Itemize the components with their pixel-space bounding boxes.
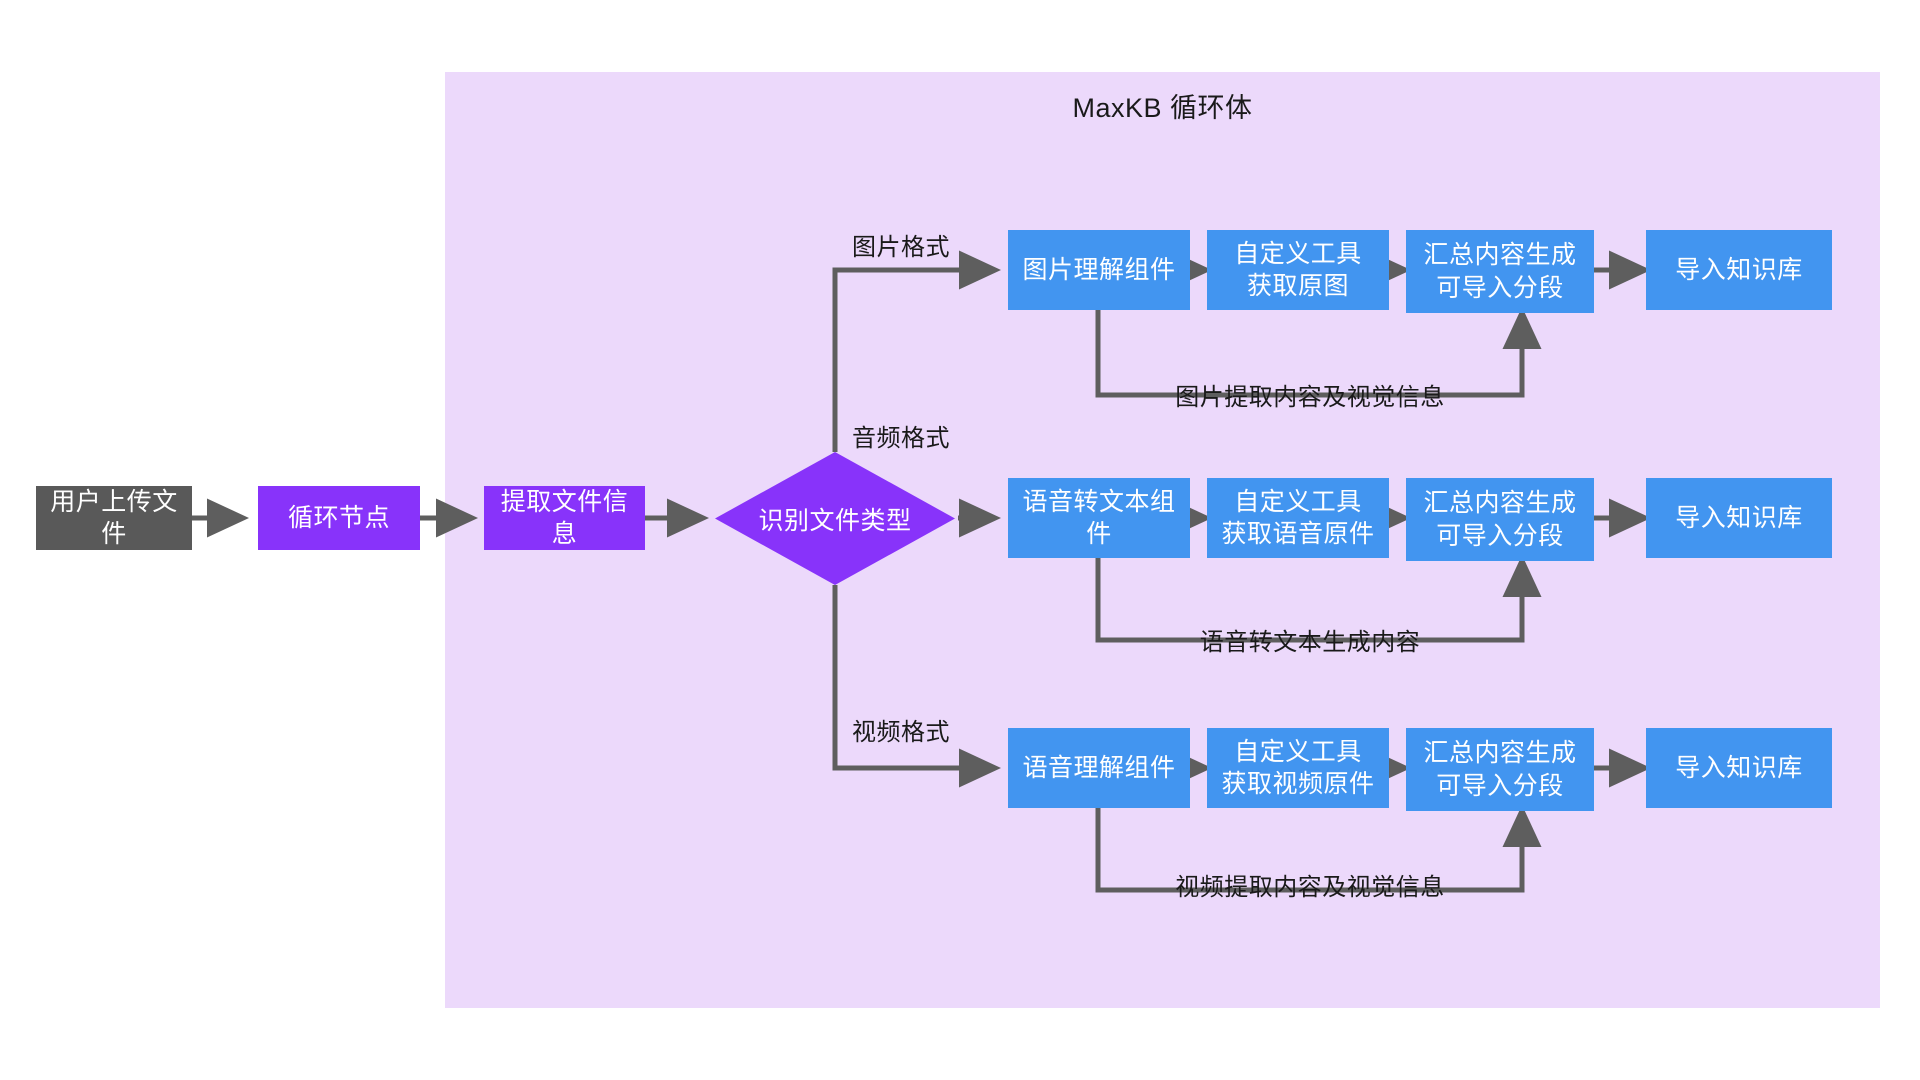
branch-label-image: 图片格式 xyxy=(852,234,950,261)
node-label-line2: 获取视频原件 xyxy=(1221,770,1375,798)
node-import-knowledge-base-video[interactable]: 导入知识库 xyxy=(1646,728,1832,808)
node-label-line1: 汇总内容生成 xyxy=(1423,489,1577,517)
node-label: 用户上传文件 xyxy=(50,487,178,549)
node-label: 导入知识库 xyxy=(1675,753,1803,782)
node-custom-tool-get-origin-video[interactable]: 自定义工具 获取视频原件 xyxy=(1207,728,1389,808)
node-label-line1: 汇总内容生成 xyxy=(1423,241,1577,269)
node-label-line1: 自定义工具 xyxy=(1234,487,1362,516)
node-label-line1: 自定义工具 xyxy=(1234,737,1362,766)
node-identify-file-type[interactable]: 识别文件类型 xyxy=(715,452,955,585)
node-label: 提取文件信息 xyxy=(500,487,629,549)
feedback-label-audio: 语音转文本生成内容 xyxy=(1199,629,1421,656)
node-summarize-segments-video[interactable]: 汇总内容生成 可导入分段 xyxy=(1406,728,1594,811)
loop-container-title: MaxKB 循环体 xyxy=(1072,93,1253,123)
node-label-line2: 可导入分段 xyxy=(1436,521,1564,550)
node-label: 导入知识库 xyxy=(1675,503,1803,532)
node-label: 语音转文本组件 xyxy=(1022,487,1176,549)
node-summarize-segments-image[interactable]: 汇总内容生成 可导入分段 xyxy=(1406,230,1594,313)
node-image-understand-component[interactable]: 图片理解组件 xyxy=(1008,230,1190,310)
node-label-line2: 获取原图 xyxy=(1246,272,1349,300)
node-label: 语音理解组件 xyxy=(1022,753,1176,782)
node-speech-understand-component[interactable]: 语音理解组件 xyxy=(1008,728,1190,808)
node-custom-tool-get-origin-audio[interactable]: 自定义工具 获取语音原件 xyxy=(1207,478,1389,558)
node-label-line2: 可导入分段 xyxy=(1436,771,1564,800)
node-label-line2: 获取语音原件 xyxy=(1221,520,1375,548)
node-label: 图片理解组件 xyxy=(1022,255,1176,284)
node-extract-file-info[interactable]: 提取文件信息 xyxy=(484,486,645,550)
node-import-knowledge-base-image[interactable]: 导入知识库 xyxy=(1646,230,1832,310)
node-loop-node[interactable]: 循环节点 xyxy=(258,486,420,550)
node-summarize-segments-audio[interactable]: 汇总内容生成 可导入分段 xyxy=(1406,478,1594,561)
node-label: 循环节点 xyxy=(287,503,390,532)
node-custom-tool-get-origin-image[interactable]: 自定义工具 获取原图 xyxy=(1207,230,1389,310)
node-speech-to-text-component[interactable]: 语音转文本组件 xyxy=(1008,478,1190,558)
branch-label-video: 视频格式 xyxy=(852,719,950,746)
feedback-label-image: 图片提取内容及视觉信息 xyxy=(1175,384,1445,411)
node-label-line1: 自定义工具 xyxy=(1234,239,1362,268)
node-label-line2: 可导入分段 xyxy=(1436,273,1564,302)
node-import-knowledge-base-audio[interactable]: 导入知识库 xyxy=(1646,478,1832,558)
node-label: 识别文件类型 xyxy=(758,506,912,535)
node-label: 导入知识库 xyxy=(1675,255,1803,284)
node-user-upload[interactable]: 用户上传文件 xyxy=(36,486,192,550)
branch-label-audio: 音频格式 xyxy=(852,425,950,452)
node-label-line1: 汇总内容生成 xyxy=(1423,739,1577,767)
feedback-label-video: 视频提取内容及视觉信息 xyxy=(1175,874,1445,901)
